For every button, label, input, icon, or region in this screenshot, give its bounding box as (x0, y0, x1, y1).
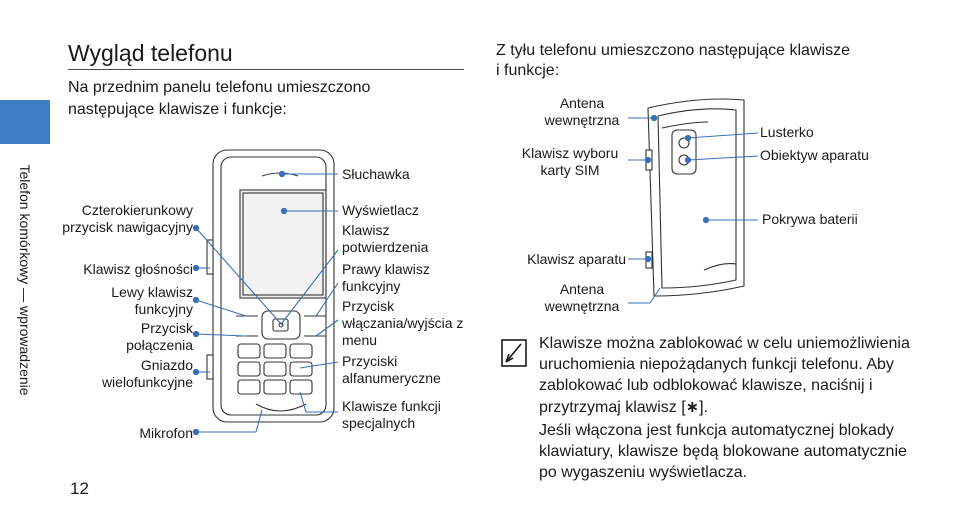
note-paragraph-2: Jeśli włączona jest funkcja automatyczne… (539, 422, 907, 481)
front-intro: Na przednim panelu telefonu umieszczono … (68, 79, 371, 118)
label-antenna-bottom: Antena wewnętrzna (544, 281, 620, 314)
label-multi-socket: Gniazdo wielofunkcyjne (101, 357, 193, 390)
front-phone-illustration (206, 149, 335, 423)
label-call-key: Przycisk połączenia (126, 320, 193, 353)
label-camera-lens: Obiektyw aparatu (760, 147, 869, 163)
label-antenna-top: Antena wewnętrzna (544, 95, 620, 128)
front-right-callouts (278, 170, 339, 413)
note-paragraph-1: Klawisze można zablokować w celu uniemoż… (539, 333, 919, 418)
label-camera-key: Klawisz aparatu (527, 251, 626, 267)
label-confirm-key: Klawisz potwierdzenia (342, 222, 429, 255)
label-earpiece: Słuchawka (342, 166, 410, 182)
back-left-callouts (628, 114, 661, 304)
star-key-symbol: ∗ (685, 397, 700, 416)
title-divider (68, 69, 464, 70)
side-tab-accent (0, 100, 50, 144)
label-alnum-keys: Przyciski alfanumeryczne (342, 353, 441, 386)
note-p1-after: ]. (699, 399, 708, 416)
label-special-keys: Klawisze funkcji specjalnych (342, 398, 441, 431)
label-mirror: Lusterko (760, 124, 814, 140)
label-display: Wyświetlacz (342, 202, 419, 218)
front-left-callouts (192, 224, 283, 436)
label-microphone: Mikrofon (139, 425, 193, 441)
label-battery-cover: Pokrywa baterii (762, 211, 858, 227)
label-volume-key: Klawisz głośności (83, 261, 193, 277)
back-right-callouts (684, 132, 759, 224)
label-left-soft-key: Lewy klawisz funkcyjny (111, 284, 193, 317)
label-nav-key: Czterokierunkowy przycisk nawigacyjny (62, 202, 193, 235)
back-phone-illustration (645, 98, 745, 297)
back-intro: Z tyłu telefonu umieszczono następujące … (496, 42, 850, 79)
label-right-soft-key: Prawy klawisz funkcyjny (342, 261, 430, 294)
page-number: 12 (70, 479, 89, 498)
label-sim-key: Klawisz wyboru karty SIM (521, 145, 619, 178)
note-p1-before: Klawisze można zablokować w celu uniemoż… (539, 335, 910, 416)
page-title: Wygląd telefonu (68, 40, 233, 66)
label-power-key: Przycisk włączania/wyjścia z menu (342, 298, 464, 348)
pencil-note-icon (501, 339, 527, 367)
note-text: Klawisze można zablokować w celu uniemoż… (539, 333, 919, 485)
